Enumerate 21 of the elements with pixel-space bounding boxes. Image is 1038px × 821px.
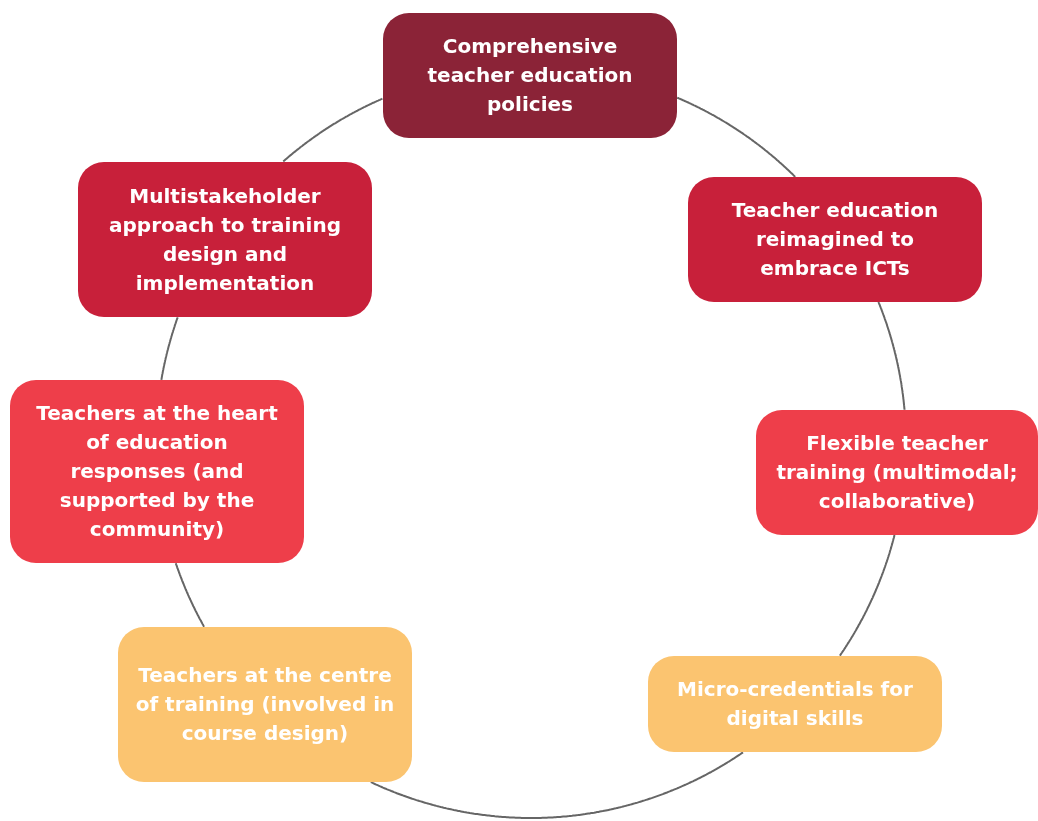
cycle-connector: [676, 96, 797, 178]
cycle-connector: [369, 751, 744, 819]
cycle-connector: [174, 562, 206, 628]
topic-box: [688, 177, 982, 302]
topic-box: [78, 162, 372, 317]
topic-text: Multistakeholder approach to training design and implementation: [108, 182, 342, 297]
topic-box: [10, 380, 304, 563]
cycle-connector: [282, 97, 384, 163]
topic-text: Teachers at the heart of education responses (and supported by the community): [35, 400, 279, 543]
topic-text: Teacher education reimagined to embrace ICTs: [730, 197, 940, 282]
topic-box: [756, 410, 1038, 535]
cycle-connector: [160, 316, 179, 381]
topic-text: Comprehensive teacher education policies: [426, 33, 634, 118]
topic-box: [118, 627, 412, 782]
topic-text: Micro-credentials for digital skills: [676, 676, 914, 732]
cycle-connector: [877, 301, 906, 411]
topic-box: [648, 656, 942, 752]
cycle-connector: [838, 534, 896, 657]
topic-text: Flexible teacher training (multimodal; collaborative): [775, 430, 1019, 515]
topic-box: [383, 13, 677, 138]
topic-text: Teachers at the centre of training (involved in course design): [134, 662, 396, 747]
